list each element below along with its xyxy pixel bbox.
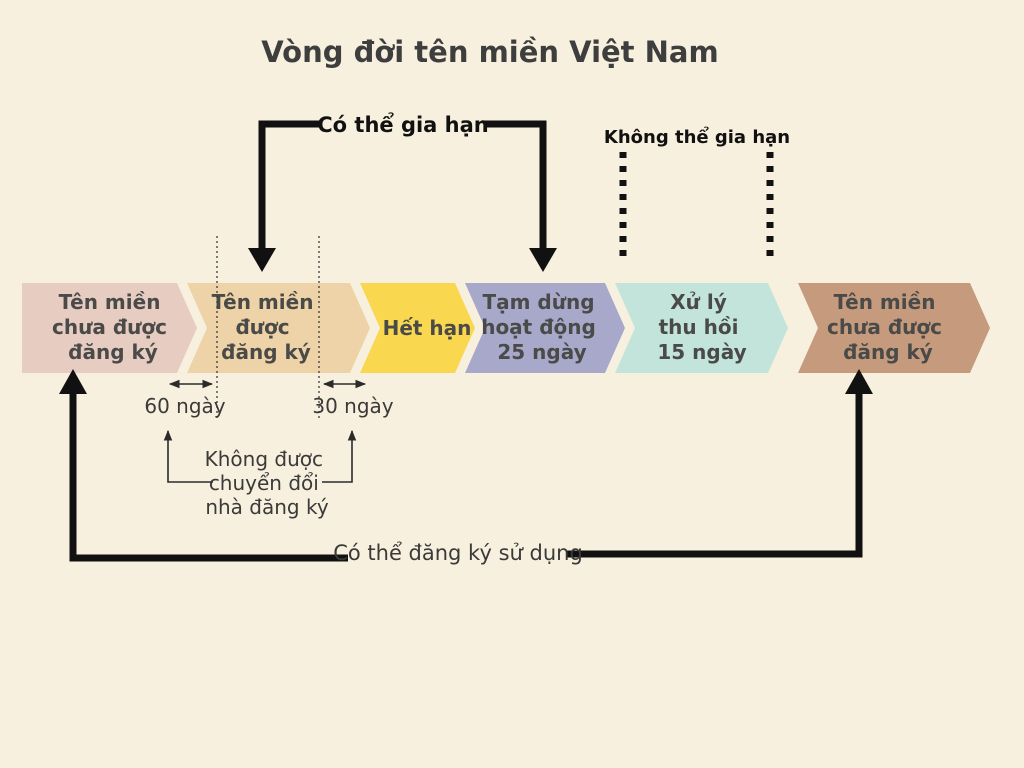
stage-chevron-revocation bbox=[615, 283, 788, 373]
page-title: Vòng đời tên miền Việt Nam bbox=[261, 35, 718, 69]
can-register-up-arrowhead-left bbox=[59, 369, 87, 394]
can-register-label: Có thể đăng ký sử dụng bbox=[333, 541, 583, 565]
stage-4-line-1: Tạm dừng bbox=[482, 290, 594, 314]
stage-6-line-2: chưa được bbox=[827, 315, 942, 339]
no-transfer-line-2: chuyển đổi bbox=[209, 471, 319, 495]
no-transfer-line-3: nhà đăng ký bbox=[205, 495, 329, 519]
no-transfer-label: Không được chuyển đổi nhà đăng ký bbox=[205, 447, 330, 519]
stage-3-line-1: Hết hạn bbox=[383, 316, 472, 340]
can-register-bracket-right bbox=[567, 386, 863, 558]
stage-label-unregistered-end: Tên miền chưa được đăng ký bbox=[827, 290, 949, 364]
stage-1-line-2: chưa được bbox=[52, 315, 167, 339]
stage-2-line-2: được bbox=[235, 315, 289, 339]
renewable-down-arrowhead-left bbox=[248, 248, 276, 272]
stage-5-line-2: thu hồi bbox=[659, 315, 739, 339]
renewable-bracket-left bbox=[258, 120, 322, 252]
stage-chevron-registered bbox=[187, 283, 370, 373]
stage-chevron-unregistered-start bbox=[22, 283, 197, 373]
no-transfer-bracket-left bbox=[163, 429, 213, 483]
stage-label-expired: Hết hạn bbox=[383, 316, 472, 340]
stage-5-line-1: Xử lý bbox=[670, 290, 727, 314]
no-transfer-line-1: Không được bbox=[205, 447, 323, 471]
renewable-down-arrowhead-right bbox=[529, 248, 557, 272]
period-60-days-label: 60 ngày bbox=[144, 394, 225, 418]
stage-6-line-1: Tên miền bbox=[834, 290, 936, 314]
renewable-label: Có thể gia hạn bbox=[317, 112, 488, 137]
stage-chevron-unregistered-end bbox=[798, 283, 990, 373]
period-30-days-label: 30 ngày bbox=[312, 394, 393, 418]
stage-5-line-3: 15 ngày bbox=[657, 340, 746, 364]
stage-2-line-1: Tên miền bbox=[212, 290, 314, 314]
stage-chevron-expired bbox=[360, 283, 475, 373]
stage-label-suspended: Tạm dừng hoạt động 25 ngày bbox=[481, 290, 603, 364]
stage-6-line-3: đăng ký bbox=[843, 340, 933, 364]
no-transfer-bracket-right bbox=[322, 429, 357, 483]
can-register-up-arrowhead-right bbox=[845, 369, 873, 394]
stage-1-line-3: đăng ký bbox=[68, 340, 158, 364]
stage-4-line-2: hoạt động bbox=[481, 315, 596, 339]
stage-label-registered: Tên miền được đăng ký bbox=[212, 290, 321, 364]
non-renewable-label: Không thể gia hạn bbox=[604, 126, 790, 148]
stage-1-line-1: Tên miền bbox=[59, 290, 161, 314]
stage-4-line-3: 25 ngày bbox=[497, 340, 586, 364]
stage-chevron-suspended bbox=[465, 283, 625, 373]
stage-label-revocation: Xử lý thu hồi 15 ngày bbox=[657, 290, 746, 364]
stage-2-line-3: đăng ký bbox=[221, 340, 311, 364]
renewable-bracket-right bbox=[484, 120, 547, 252]
stage-label-unregistered-start: Tên miền chưa được đăng ký bbox=[52, 290, 174, 364]
can-register-bracket-left bbox=[69, 386, 348, 562]
